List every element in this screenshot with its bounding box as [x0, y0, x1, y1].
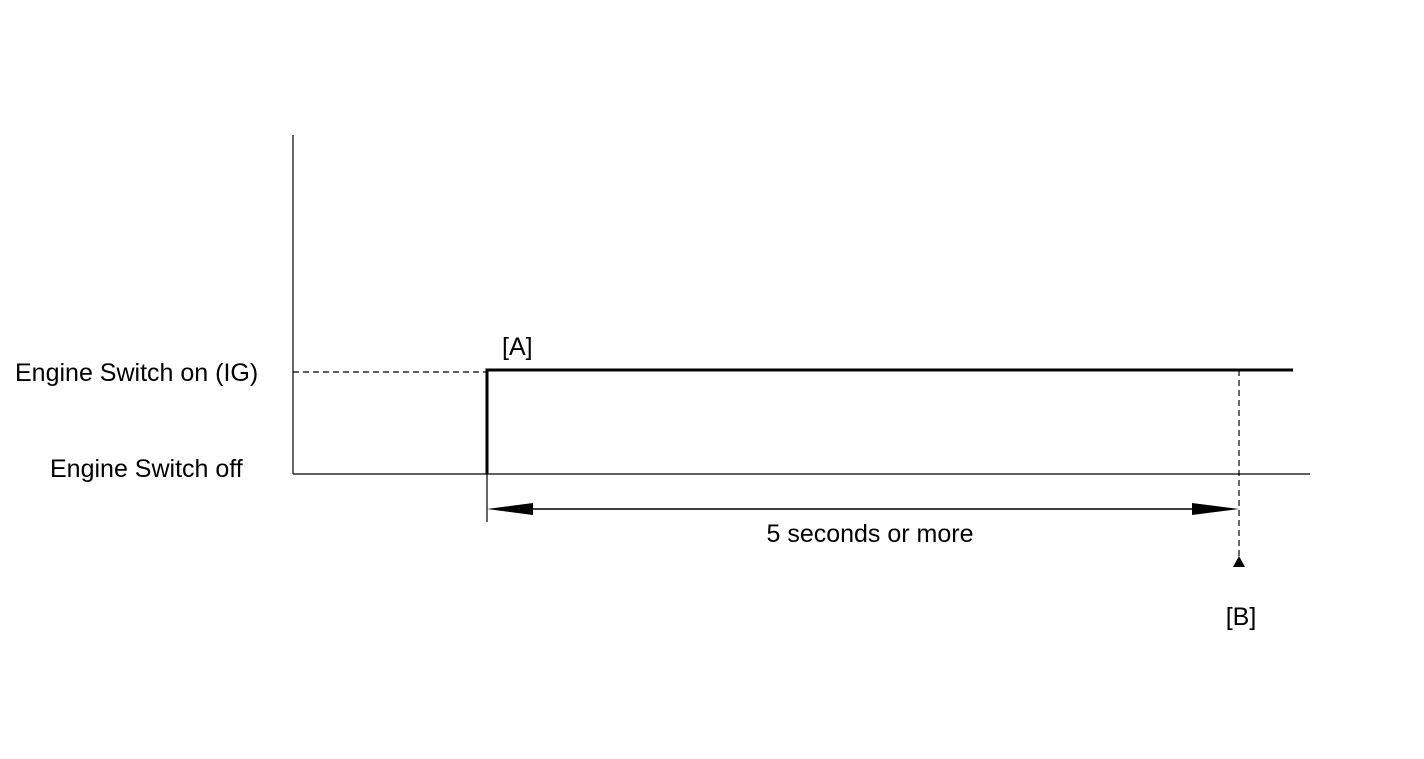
end-marker-label: [B]: [1226, 603, 1257, 631]
duration-arrow-right: [1192, 503, 1239, 515]
start-marker-label: [A]: [502, 333, 533, 361]
signal-trace: [485, 368, 1293, 474]
duration-arrow-left: [487, 503, 533, 515]
duration-label: 5 seconds or more: [766, 520, 973, 548]
off-state-label: Engine Switch off: [50, 455, 243, 483]
on-state-label: Engine Switch on (IG): [15, 359, 258, 387]
end-marker-triangle: [1233, 556, 1245, 567]
